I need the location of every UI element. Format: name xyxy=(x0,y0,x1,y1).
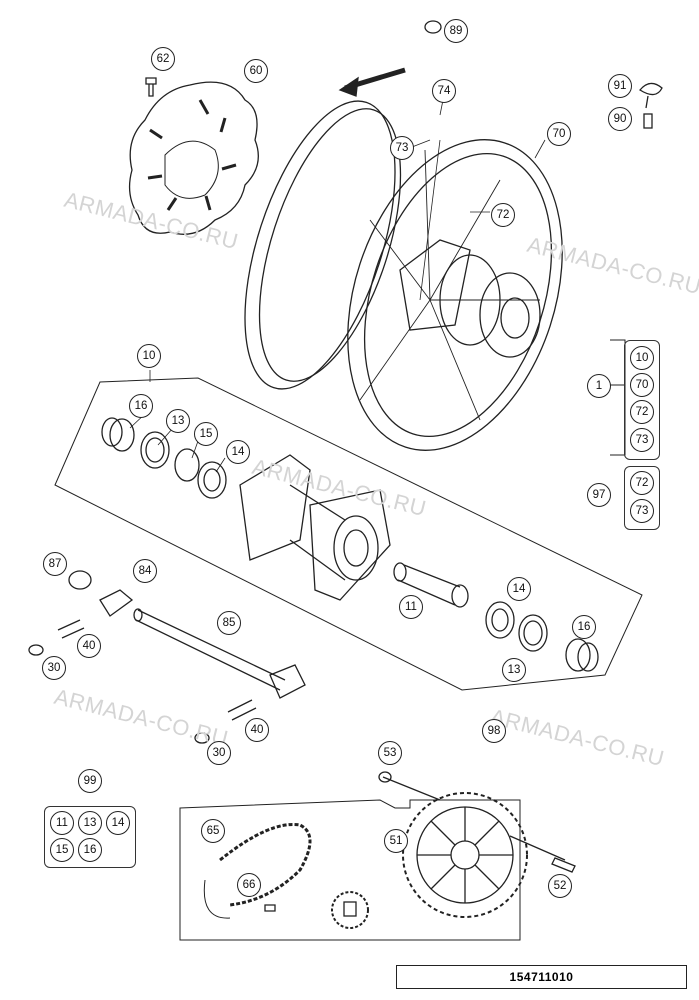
callout-30[interactable]: 30 xyxy=(207,741,231,765)
callout-89[interactable]: 89 xyxy=(444,19,468,43)
kit-99-item[interactable]: 11 xyxy=(50,811,74,835)
callout-66[interactable]: 66 xyxy=(237,873,261,897)
callout-14[interactable]: 14 xyxy=(507,577,531,601)
callout-99[interactable]: 99 xyxy=(78,769,102,793)
brake-disc xyxy=(128,81,259,235)
rear-sprocket xyxy=(402,792,528,918)
callout-16[interactable]: 16 xyxy=(572,615,596,639)
callout-70[interactable]: 70 xyxy=(547,122,571,146)
callout-40[interactable]: 40 xyxy=(245,718,269,742)
callout-72[interactable]: 72 xyxy=(491,203,515,227)
callout-84[interactable]: 84 xyxy=(133,559,157,583)
callout-74[interactable]: 74 xyxy=(432,79,456,103)
callout-98[interactable]: 98 xyxy=(482,719,506,743)
callout-13[interactable]: 13 xyxy=(166,409,190,433)
kit-97-item[interactable]: 72 xyxy=(630,471,654,495)
kit-99-item[interactable]: 14 xyxy=(106,811,130,835)
callout-14[interactable]: 14 xyxy=(226,440,250,464)
callout-65[interactable]: 65 xyxy=(201,819,225,843)
callout-15[interactable]: 15 xyxy=(194,422,218,446)
callout-87[interactable]: 87 xyxy=(43,552,67,576)
callout-11[interactable]: 11 xyxy=(399,595,423,619)
kit-97-item[interactable]: 73 xyxy=(630,499,654,523)
kit-1-item[interactable]: 10 xyxy=(630,346,654,370)
callout-40[interactable]: 40 xyxy=(77,634,101,658)
callout-97[interactable]: 97 xyxy=(587,483,611,507)
kit-99-item[interactable]: 13 xyxy=(78,811,102,835)
callout-13[interactable]: 13 xyxy=(502,658,526,682)
tire xyxy=(244,100,396,390)
callout-16[interactable]: 16 xyxy=(129,394,153,418)
catalog-number: 154711010 xyxy=(396,965,687,989)
kit-97-box xyxy=(624,466,660,530)
callout-90[interactable]: 90 xyxy=(608,107,632,131)
kit-1-item[interactable]: 70 xyxy=(630,373,654,397)
callout-73[interactable]: 73 xyxy=(390,136,414,160)
callout-10[interactable]: 10 xyxy=(137,344,161,368)
kit-1-box xyxy=(624,340,660,460)
kit-1-item[interactable]: 73 xyxy=(630,428,654,452)
callout-85[interactable]: 85 xyxy=(217,611,241,635)
callout-60[interactable]: 60 xyxy=(244,59,268,83)
rim xyxy=(347,139,563,451)
kit-99-item[interactable]: 16 xyxy=(78,838,102,862)
kit-1-item[interactable]: 72 xyxy=(630,400,654,424)
callout-53[interactable]: 53 xyxy=(378,741,402,765)
callout-91[interactable]: 91 xyxy=(608,74,632,98)
callout-1[interactable]: 1 xyxy=(587,374,611,398)
callout-62[interactable]: 62 xyxy=(151,47,175,71)
callout-30[interactable]: 30 xyxy=(42,656,66,680)
kit-99-item[interactable]: 15 xyxy=(50,838,74,862)
callout-52[interactable]: 52 xyxy=(548,874,572,898)
callout-51[interactable]: 51 xyxy=(384,829,408,853)
kit-99-box xyxy=(44,806,136,868)
